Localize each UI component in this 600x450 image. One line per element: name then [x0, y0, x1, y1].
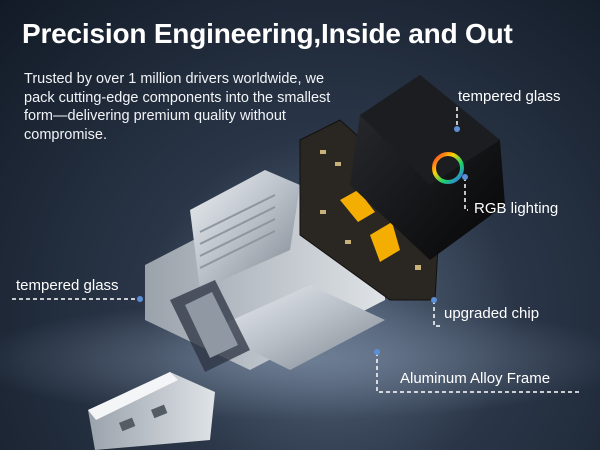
callout-upgraded-chip: upgraded chip [444, 305, 540, 322]
usb-plug [88, 372, 215, 450]
callout-tempered-glass-left: tempered glass [16, 277, 119, 294]
headline: Precision Engineering,Inside and Out [22, 18, 513, 49]
rgb-ring-icon [432, 152, 464, 184]
callout-aluminum-frame: Aluminum Alloy Frame [400, 370, 551, 387]
tempered-glass-cap [350, 75, 505, 260]
callout-rgb-lighting: RGB lighting [474, 200, 559, 217]
callout-lines [12, 107, 580, 393]
callout-dots [137, 126, 468, 355]
intro-paragraph: Trusted by over 1 million drivers worldw… [24, 71, 331, 143]
callout-tempered-glass-top: tempered glass [458, 88, 561, 105]
